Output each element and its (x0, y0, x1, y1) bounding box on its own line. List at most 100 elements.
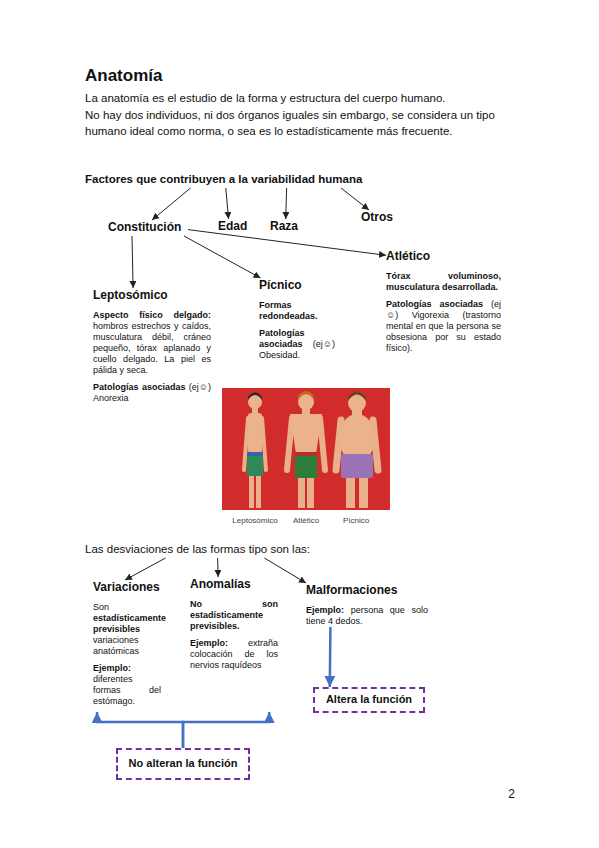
text-node: AtléticoTórax voluminoso, musculatura de… (386, 249, 501, 354)
connector-arrow (188, 230, 386, 256)
node-text: Ejemplo: (306, 605, 344, 615)
athletic-figure (287, 391, 325, 508)
node-text: diferentes formas del estómago. (93, 674, 161, 706)
figure-arm (320, 418, 325, 470)
text-node: Raza (270, 219, 305, 235)
node-text: Patologías asociadas (386, 299, 483, 309)
node-text: No son estadísticamente previsibles. (190, 599, 278, 631)
node-text: variaciones anatómicas (93, 635, 139, 656)
figure-shorts (295, 452, 317, 478)
node-text: Altera la función (326, 693, 412, 705)
dashed-box: Altera la función (313, 687, 425, 713)
node-text: hombros estrechos y caídos, musculatura … (93, 321, 211, 375)
illustration-background (222, 388, 390, 510)
body-paragraph: La anatomía es el estudio de la forma y … (85, 90, 535, 106)
text-node: LeptosómicoAspecto físico delgado: hombr… (93, 288, 211, 404)
text-node: PícnicoFormas redondeadas. Patologías aso… (259, 278, 335, 361)
text-paragraph: Ejemplo: extraña colocación de los nervi… (190, 638, 278, 671)
figure-shorts (341, 454, 373, 478)
node-heading: Variaciones (93, 580, 160, 594)
text-node: MalformacionesEjemplo: persona que solo … (306, 583, 428, 627)
text-node: VariacionesSon estadísticamente previsib… (93, 580, 161, 712)
connector-arrow (125, 558, 166, 580)
node-text: Ejemplo: (190, 638, 228, 648)
figure-leg (249, 474, 254, 508)
text-paragraph: No son estadísticamente previsibles. (190, 599, 278, 632)
node-heading: Anomalías (190, 577, 251, 591)
node-heading: Atlético (386, 249, 430, 263)
connector-arrow (183, 712, 269, 748)
node-text: Tórax voluminoso, musculatura desarrolla… (386, 271, 501, 292)
figure-leg (298, 476, 305, 508)
connector-arrow (217, 558, 219, 577)
connector-arrow (285, 188, 287, 219)
figure-arm (287, 418, 292, 470)
figure-hair (348, 392, 366, 402)
dashed-box: No alteran la función (116, 748, 250, 780)
text-node: Edad (218, 219, 253, 235)
node-text: Patologías asociadas (259, 328, 305, 349)
text-node: Constitución (108, 220, 188, 236)
page-number: 2 (480, 787, 515, 801)
text-paragraph: Otros (361, 210, 401, 226)
node-text: Son (93, 602, 109, 612)
figure-caption: Pícnico (321, 516, 391, 526)
text-paragraph: Patologías asociadas (ej☺) Obesidad. (259, 328, 335, 361)
figure-waistband (295, 452, 317, 456)
text-paragraph: Aspecto físico delgado: hombros estrecho… (93, 310, 211, 376)
figure-hair (248, 393, 262, 401)
text-paragraph: Formas redondeadas. (259, 300, 335, 322)
leptosomic-figure (244, 393, 266, 509)
node-heading: Factores que contribuyen a la variabilid… (85, 173, 362, 185)
node-text: estadísticamente previsibles (93, 613, 166, 634)
node-text: Aspecto físico delgado: (93, 310, 211, 320)
node-heading: Constitución (108, 220, 181, 234)
text-paragraph: No alteran la función (129, 756, 238, 772)
text-paragraph: Leptosómico (93, 288, 211, 304)
text-paragraph: Variaciones (93, 580, 161, 596)
text-paragraph: Atlético (386, 249, 501, 265)
page-title: Anatomía (85, 66, 162, 86)
text-paragraph: Factores que contribuyen a la variabilid… (85, 172, 405, 188)
text-paragraph: Constitución (108, 220, 188, 236)
text-node: Anomalías No son estadísticamente previsi… (190, 577, 278, 712)
pyknic-figure (336, 392, 378, 509)
connector-arrow (264, 558, 306, 583)
body-paragraph: No hay dos individuos, ni dos órganos ig… (85, 107, 525, 139)
figure-torso (290, 414, 322, 454)
connector-arrow (97, 712, 183, 748)
figure-leg (307, 476, 314, 508)
text-paragraph: Raza (270, 219, 305, 235)
connector-arrow (226, 188, 229, 219)
text-paragraph: Malformaciones (306, 583, 428, 599)
text-node: Otros (361, 210, 401, 226)
node-heading: Raza (270, 219, 298, 233)
node-heading: Edad (218, 219, 247, 233)
text-paragraph: Patologías asociadas (ej☺) Vigorexia (tr… (386, 299, 501, 354)
text-paragraph: Son estadísticamente previsibles variaci… (93, 602, 161, 657)
node-heading: Otros (361, 210, 393, 224)
text-paragraph: Tórax voluminoso, musculatura desarrolla… (386, 271, 501, 293)
text-paragraph: Pícnico (259, 278, 335, 294)
text-paragraph: Edad (218, 219, 253, 235)
connector-arrow (132, 236, 133, 288)
figure-shorts (247, 452, 263, 476)
text-paragraph: Altera la función (315, 692, 423, 708)
node-heading: Malformaciones (306, 583, 397, 597)
text-node: Las desviaciones de las formas tipo son … (85, 542, 345, 558)
figure-leg (359, 476, 368, 508)
figure-caption: Atlético (271, 516, 341, 526)
text-paragraph: Las desviaciones de las formas tipo son … (85, 542, 345, 558)
node-text: Las desviaciones de las formas tipo son … (85, 543, 310, 555)
connector-arrow (152, 188, 191, 220)
figure-caption: Leptosómico (220, 516, 290, 526)
node-text: No alteran la función (129, 757, 238, 769)
node-heading: Leptosómico (93, 288, 168, 302)
figure-hair (298, 391, 314, 400)
figure-torso (248, 413, 262, 453)
figure-leg (256, 474, 261, 508)
text-paragraph: Anomalías (190, 577, 278, 593)
node-text: Patologías asociadas (93, 382, 185, 392)
figure-waistband (247, 452, 263, 456)
connector-arrow (184, 236, 261, 278)
